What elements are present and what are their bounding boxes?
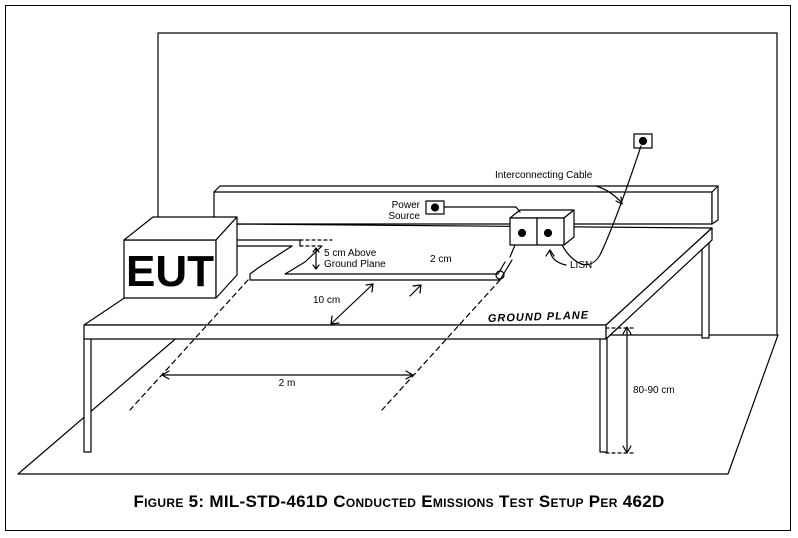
lisn-label: LISN bbox=[570, 260, 592, 271]
cable-harness bbox=[236, 239, 513, 281]
interconnecting-cable bbox=[561, 145, 642, 266]
projection-lines bbox=[129, 279, 501, 411]
power-source bbox=[425, 200, 521, 215]
power-source-label-1: Power bbox=[392, 200, 421, 211]
height-label: 80-90 cm bbox=[633, 385, 675, 396]
room-floor bbox=[17, 334, 779, 475]
ten-cm-label: 10 cm bbox=[313, 295, 340, 306]
figure-caption: Figure 5: MIL-STD-461D Conducted Emissio… bbox=[133, 492, 665, 511]
ground-plane-label: GROUND PLANE bbox=[488, 309, 590, 325]
two-cm-arrow bbox=[409, 284, 422, 297]
power-source-label-2: Source bbox=[388, 211, 420, 222]
above-plane-label-1: 5 cm Above bbox=[324, 248, 377, 259]
lisn-unit bbox=[509, 209, 575, 258]
eut-box bbox=[123, 216, 238, 299]
two-m-label: 2 m bbox=[279, 378, 296, 389]
back-riser-panel bbox=[213, 185, 719, 225]
height-dimension bbox=[605, 326, 635, 454]
ten-cm-arrow bbox=[330, 283, 374, 325]
interconnecting-cable-leader bbox=[595, 185, 623, 205]
lisn-leader bbox=[545, 249, 567, 266]
room-back-wall bbox=[157, 32, 778, 336]
wall-outlet bbox=[633, 133, 653, 149]
above-height-arrow bbox=[312, 247, 320, 270]
interconnecting-cable-label: Interconnecting Cable bbox=[495, 170, 593, 181]
above-plane-label-2: Ground Plane bbox=[324, 259, 386, 270]
two-cm-label: 2 cm bbox=[430, 254, 452, 265]
two-m-dimension bbox=[161, 370, 414, 380]
eut-label: EUT bbox=[126, 247, 214, 296]
